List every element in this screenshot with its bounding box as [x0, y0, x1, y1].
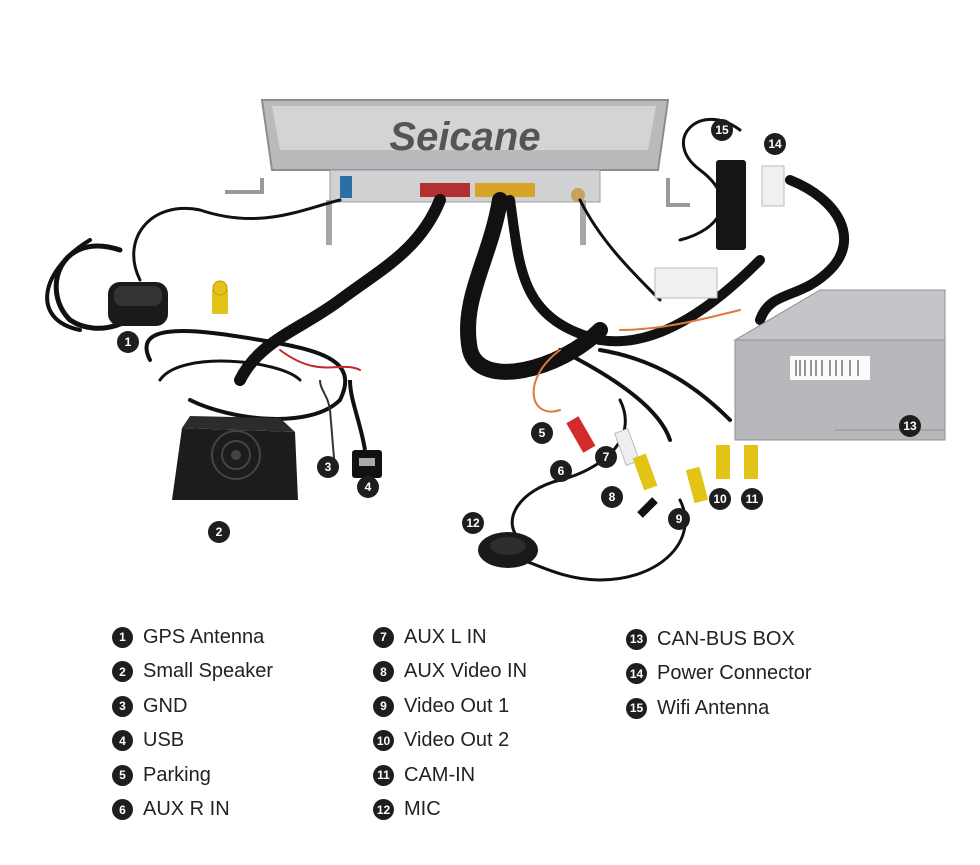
- legend-item: 4 USB: [112, 724, 273, 759]
- callout-10: 10: [709, 488, 731, 510]
- wifi-antenna: [716, 160, 746, 250]
- mic: [478, 532, 538, 568]
- legend-badge: 14: [626, 663, 647, 685]
- callout-6: 6: [550, 460, 572, 482]
- small-speaker: [172, 416, 298, 500]
- legend-label: GPS Antenna: [143, 625, 265, 648]
- legend-item: 14 Power Connector: [626, 657, 812, 692]
- legend-badge: 11: [373, 764, 394, 786]
- legend-item: 10 Video Out 2: [373, 724, 527, 759]
- legend-badge: 12: [373, 799, 394, 821]
- power-connector: [654, 165, 785, 299]
- legend-item: 11 CAM-IN: [373, 758, 527, 793]
- callout-5: 5: [531, 422, 553, 444]
- legend-label: AUX L IN: [404, 625, 487, 648]
- legend-label: Small Speaker: [143, 660, 274, 683]
- legend-label: Video Out 2: [404, 729, 510, 752]
- callout-11: 11: [741, 488, 763, 510]
- callout-7: 7: [595, 446, 617, 468]
- legend-badge: 15: [626, 697, 647, 719]
- callout-8: 8: [601, 486, 623, 508]
- legend-badge: 9: [373, 695, 394, 717]
- legend-item: 12 MIC: [373, 793, 527, 828]
- legend-badge: 13: [626, 628, 647, 650]
- legend-label: AUX Video IN: [404, 660, 528, 683]
- legend-item: 9 Video Out 1: [373, 689, 527, 724]
- legend-badge: 10: [373, 730, 394, 752]
- legend-item: 6 AUX R IN: [112, 793, 273, 828]
- legend-label: CAM-IN: [404, 763, 476, 786]
- legend-label: AUX R IN: [143, 798, 230, 821]
- legend-item: 8 AUX Video IN: [373, 655, 527, 690]
- legend-label: Power Connector: [657, 662, 812, 685]
- legend-badge: 3: [112, 695, 133, 717]
- callout-14: 14: [764, 133, 786, 155]
- legend-item: 5 Parking: [112, 758, 273, 793]
- callout-13: 13: [899, 415, 921, 437]
- legend-label: USB: [143, 729, 185, 752]
- legend-badge: 7: [373, 626, 394, 648]
- callout-4: 4: [357, 476, 379, 498]
- legend-column-3: 13 CAN-BUS BOX 14 Power Connector 15 Wifi A…: [626, 622, 812, 726]
- legend-item: 7 AUX L IN: [373, 620, 527, 655]
- product-illustration: Seicane: [45, 99, 946, 582]
- legend-badge: 8: [373, 661, 394, 683]
- legend-label: Wifi Antenna: [657, 696, 770, 719]
- legend-item: 13 CAN-BUS BOX: [626, 622, 812, 657]
- legend-badge: 4: [112, 730, 133, 752]
- callout-2: 2: [208, 521, 230, 543]
- legend-label: CAN-BUS BOX: [657, 627, 795, 650]
- callout-1: 1: [117, 331, 139, 353]
- legend-badge: 5: [112, 764, 133, 786]
- callout-9: 9: [668, 508, 690, 530]
- rca-connectors: [566, 416, 758, 518]
- head-unit: Seicane: [225, 99, 690, 245]
- legend-item: 3 GND: [112, 689, 273, 724]
- legend-column-2: 7 AUX L IN 8 AUX Video IN 9 Video Out 1 10 V…: [373, 620, 527, 827]
- callout-15: 15: [711, 119, 733, 141]
- legend-badge: 6: [112, 799, 133, 821]
- gps-antenna: [108, 282, 168, 326]
- brand-logo: Seicane: [389, 115, 540, 159]
- callout-12: 12: [462, 512, 484, 534]
- legend-label: GND: [143, 694, 188, 717]
- legend-label: Parking: [143, 763, 211, 786]
- legend-badge: 2: [112, 661, 133, 683]
- legend-label: Video Out 1: [404, 694, 510, 717]
- callout-3: 3: [317, 456, 339, 478]
- usb-connector: [348, 379, 382, 478]
- legend-item: 15 Wifi Antenna: [626, 691, 812, 726]
- legend-label: MIC: [404, 798, 441, 821]
- legend-item: 2 Small Speaker: [112, 655, 273, 690]
- legend-badge: 1: [112, 626, 133, 648]
- legend-item: 1 GPS Antenna: [112, 620, 273, 655]
